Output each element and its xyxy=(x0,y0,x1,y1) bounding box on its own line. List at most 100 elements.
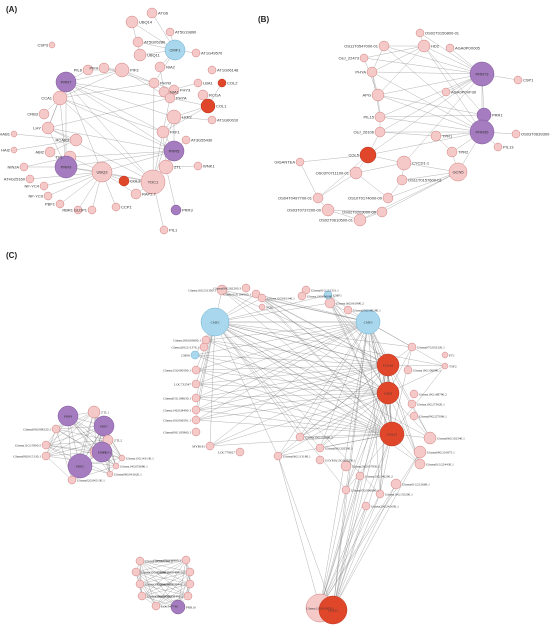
node-label: PRR9 xyxy=(61,164,72,169)
node-label: COL16 xyxy=(383,363,393,367)
edge-b xyxy=(355,172,389,199)
node-label: FHY3 xyxy=(180,87,191,92)
node-label: FT1 xyxy=(449,353,455,357)
node-label: NIA2 xyxy=(166,64,176,69)
node-label: PIL1 xyxy=(169,227,178,232)
node-a-ninja xyxy=(19,162,29,172)
node-a-hai2 xyxy=(10,146,18,154)
node-label: RAP2.7 xyxy=(142,191,157,196)
edge-b xyxy=(377,94,485,116)
edge-c xyxy=(319,451,421,609)
edge-c xyxy=(205,339,389,366)
node-label: NF-YC9 xyxy=(29,193,44,198)
node-label: CMF3 xyxy=(364,320,373,324)
node-label: Glyma12G011970.1 xyxy=(306,606,334,610)
edge-c xyxy=(332,483,397,611)
node-c-loc732547 xyxy=(191,379,201,389)
node-label: OS02T0150800-01 xyxy=(425,30,460,35)
node-label: HAB1 xyxy=(0,131,11,136)
node-c-glyma09g105860-1 xyxy=(191,427,201,437)
node-label: Glyma05G231490.1 xyxy=(155,594,183,598)
node-c-glyma15g000590-1 xyxy=(191,365,201,375)
node-label: CMF1 xyxy=(333,293,342,297)
node-c-glyma05g190180-1 xyxy=(343,305,353,315)
node-a-lba1 xyxy=(193,78,203,88)
node-c-glyma01g212669-1 xyxy=(390,478,402,490)
node-c-glyma20g237861-1 xyxy=(137,591,147,601)
node-label: Glyma01G131331.1 xyxy=(311,288,339,292)
node-label: PRR3 xyxy=(98,450,106,454)
node-label: GCN5 xyxy=(452,169,464,174)
edge-c xyxy=(194,354,393,435)
node-a-lhy xyxy=(41,121,55,135)
edge-a xyxy=(59,69,123,99)
edge-b xyxy=(327,209,383,213)
edge-c xyxy=(141,559,187,597)
node-a-fkf1 xyxy=(156,125,170,139)
edge-c xyxy=(329,302,389,394)
node-b-os02t0150800-01 xyxy=(415,28,425,38)
node-label: Glyma05G006960.1 xyxy=(351,488,379,492)
node-label: OS03T0711100-01 xyxy=(316,170,350,175)
node-b-hd2 xyxy=(417,39,431,53)
node-label: ZTL1 xyxy=(101,410,109,414)
node-label: COL2 xyxy=(227,80,238,85)
edge-c xyxy=(195,321,369,371)
edge-c xyxy=(209,321,216,447)
edge-c xyxy=(221,289,393,435)
node-c-glyma02g045130-1 xyxy=(67,475,77,485)
node-c-glyma13g020250-1 xyxy=(315,455,325,465)
node-label: Glyma17G232895.1 xyxy=(153,558,181,562)
node-c-glyma01g224430-1 xyxy=(414,458,426,470)
node-label: Glyma12G061340.1 xyxy=(267,296,295,300)
node-label: HD2 xyxy=(431,43,440,48)
node-label: Glyma19G168790.2 xyxy=(419,392,447,396)
edge-b xyxy=(363,57,483,75)
edge-c xyxy=(329,302,389,366)
node-label: Glyma12G022580.1 xyxy=(141,570,169,574)
node-a-atg6 xyxy=(146,7,158,19)
node-b-pil15 xyxy=(374,111,386,123)
node-label: Glyma15G000590.1 xyxy=(163,368,191,372)
node-label: PHYA xyxy=(355,69,366,74)
node-label: ZTL xyxy=(174,164,182,169)
edge-b xyxy=(377,73,483,96)
node-label: RCAR3 xyxy=(55,137,69,142)
node-label: CCP1 xyxy=(121,204,132,209)
node-c-glyma13g096060-1 xyxy=(297,291,307,301)
node-c-glyma20g241630-1 xyxy=(361,501,371,511)
node-c-glyma20g211376-1 xyxy=(199,342,209,352)
node-label: NIA1 xyxy=(170,89,180,94)
node-label: Glyma10G135200.1 xyxy=(385,492,413,496)
edge-c xyxy=(139,559,187,562)
node-label: Glyma09G105860.1 xyxy=(163,430,191,434)
node-label: HAI2 xyxy=(1,147,11,152)
node-label: Glyma07G032320.1 xyxy=(417,345,445,349)
node-a-cmf1 xyxy=(164,39,186,61)
edge-c xyxy=(319,475,361,609)
node-label: LOC732547 xyxy=(174,382,191,386)
node-label: Glyma13G096060.1 xyxy=(307,294,335,298)
edge-c xyxy=(139,560,143,597)
node-a-at5g19890 xyxy=(165,27,175,37)
node-label: AGA0P0VF30 xyxy=(451,89,477,94)
node-b-os03t0711100-01 xyxy=(349,166,363,180)
edge-c xyxy=(205,321,369,341)
edge-c xyxy=(299,433,393,438)
edge-c xyxy=(255,293,393,435)
edge-c xyxy=(261,297,369,323)
node-b-os11t0157600-01 xyxy=(396,174,408,186)
edge-c xyxy=(195,364,389,411)
edge-c xyxy=(195,397,393,435)
edge-c xyxy=(329,302,393,435)
edge-b xyxy=(299,161,319,199)
node-label: TSF2 xyxy=(449,364,457,368)
edge-c xyxy=(214,321,301,438)
edge-c xyxy=(277,321,369,457)
edge-c xyxy=(155,595,189,607)
edge-c xyxy=(135,559,187,573)
edge-c xyxy=(155,559,187,607)
edge-c xyxy=(195,321,369,411)
node-a-col1 xyxy=(200,98,216,114)
